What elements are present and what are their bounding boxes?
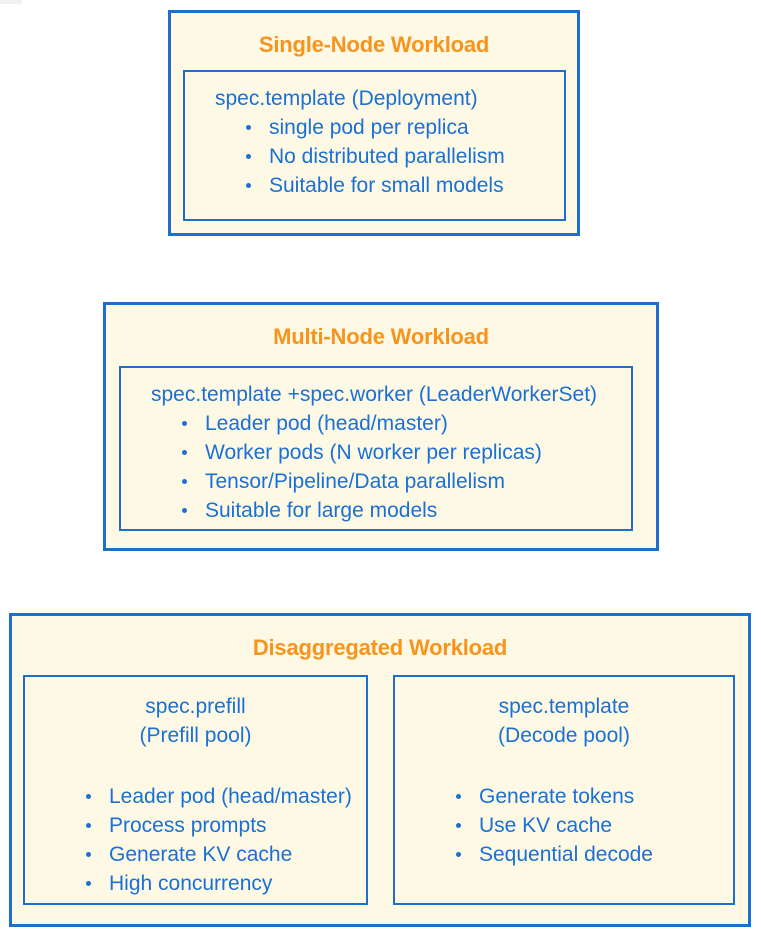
list-item: Suitable for large models bbox=[121, 496, 631, 525]
panel-heading-leaderworkerset: spec.template +spec.worker (LeaderWorker… bbox=[151, 383, 598, 406]
bullet-icon bbox=[86, 823, 91, 828]
bullet-icon bbox=[182, 479, 187, 484]
bullet-icon bbox=[182, 450, 187, 455]
list-item-text: single pod per replica bbox=[269, 116, 469, 139]
list-item: Leader pod (head/master) bbox=[121, 409, 631, 438]
group-title-single-node: Single-Node Workload bbox=[258, 32, 490, 57]
group-single-node-workload: Single-Node Workload spec.template (Depl… bbox=[168, 10, 580, 236]
list-item: Generate KV cache bbox=[25, 840, 366, 869]
panel-leaderworkerset: spec.template +spec.worker (LeaderWorker… bbox=[119, 366, 633, 531]
bullet-icon bbox=[246, 183, 251, 188]
list-item: Suitable for small models bbox=[185, 171, 564, 200]
list-item: Use KV cache bbox=[395, 811, 733, 840]
panel-heading-prefill: spec.prefill bbox=[145, 695, 246, 718]
bullet-icon bbox=[246, 154, 251, 159]
group-disaggregated-workload: Disaggregated Workload spec.prefill (Pre… bbox=[9, 613, 751, 927]
list-item: Sequential decode bbox=[395, 840, 733, 869]
panel-heading-decode: spec.template bbox=[498, 695, 630, 718]
list-item: Generate tokens bbox=[395, 782, 733, 811]
bullet-icon bbox=[86, 794, 91, 799]
panel-subheading-decode: (Decode pool) bbox=[498, 724, 630, 747]
panel-prefill-pool: spec.prefill (Prefill pool) Leader pod (… bbox=[23, 675, 368, 905]
bullet-icon bbox=[456, 852, 461, 857]
panel-decode-pool: spec.template (Decode pool) Generate tok… bbox=[393, 675, 735, 905]
list-item: No distributed parallelism bbox=[185, 142, 564, 171]
bullet-icon bbox=[86, 852, 91, 857]
list-item: Tensor/Pipeline/Data parallelism bbox=[121, 467, 631, 496]
list-item-text: Sequential decode bbox=[479, 843, 653, 866]
panel-heading-deployment: spec.template (Deployment) bbox=[215, 87, 478, 110]
bullet-icon bbox=[456, 823, 461, 828]
list-item-text: Worker pods (N worker per replicas) bbox=[205, 441, 542, 464]
bullet-icon bbox=[246, 125, 251, 130]
list-item-text: Process prompts bbox=[109, 814, 267, 837]
panel-subheading-prefill: (Prefill pool) bbox=[139, 724, 252, 747]
bullet-icon bbox=[456, 794, 461, 799]
list-item-text: Suitable for large models bbox=[205, 499, 438, 522]
list-item-text: Leader pod (head/master) bbox=[205, 412, 448, 435]
list-item: single pod per replica bbox=[185, 113, 564, 142]
list-item-text: Generate KV cache bbox=[109, 843, 293, 866]
screen-edge-artifact bbox=[0, 0, 22, 4]
bullet-icon bbox=[86, 881, 91, 886]
panel-deployment: spec.template (Deployment) single pod pe… bbox=[183, 70, 566, 221]
spacer bbox=[395, 750, 733, 782]
list-item: Worker pods (N worker per replicas) bbox=[121, 438, 631, 467]
list-item-text: Tensor/Pipeline/Data parallelism bbox=[205, 470, 505, 493]
list-item-text: Suitable for small models bbox=[269, 174, 504, 197]
list-item-text: Leader pod (head/master) bbox=[109, 785, 352, 808]
spacer bbox=[25, 750, 366, 782]
bullet-icon bbox=[182, 421, 187, 426]
list-item: High concurrency bbox=[25, 869, 366, 898]
bullet-icon bbox=[182, 508, 187, 513]
group-title-disaggregated: Disaggregated Workload bbox=[252, 635, 508, 660]
list-item-text: Generate tokens bbox=[479, 785, 635, 808]
list-item: Leader pod (head/master) bbox=[25, 782, 366, 811]
group-title-multi-node: Multi-Node Workload bbox=[273, 324, 489, 349]
group-multi-node-workload: Multi-Node Workload spec.template +spec.… bbox=[103, 302, 659, 551]
list-item-text: High concurrency bbox=[109, 872, 273, 895]
list-item: Process prompts bbox=[25, 811, 366, 840]
list-item-text: Use KV cache bbox=[479, 814, 613, 837]
list-item-text: No distributed parallelism bbox=[269, 145, 505, 168]
